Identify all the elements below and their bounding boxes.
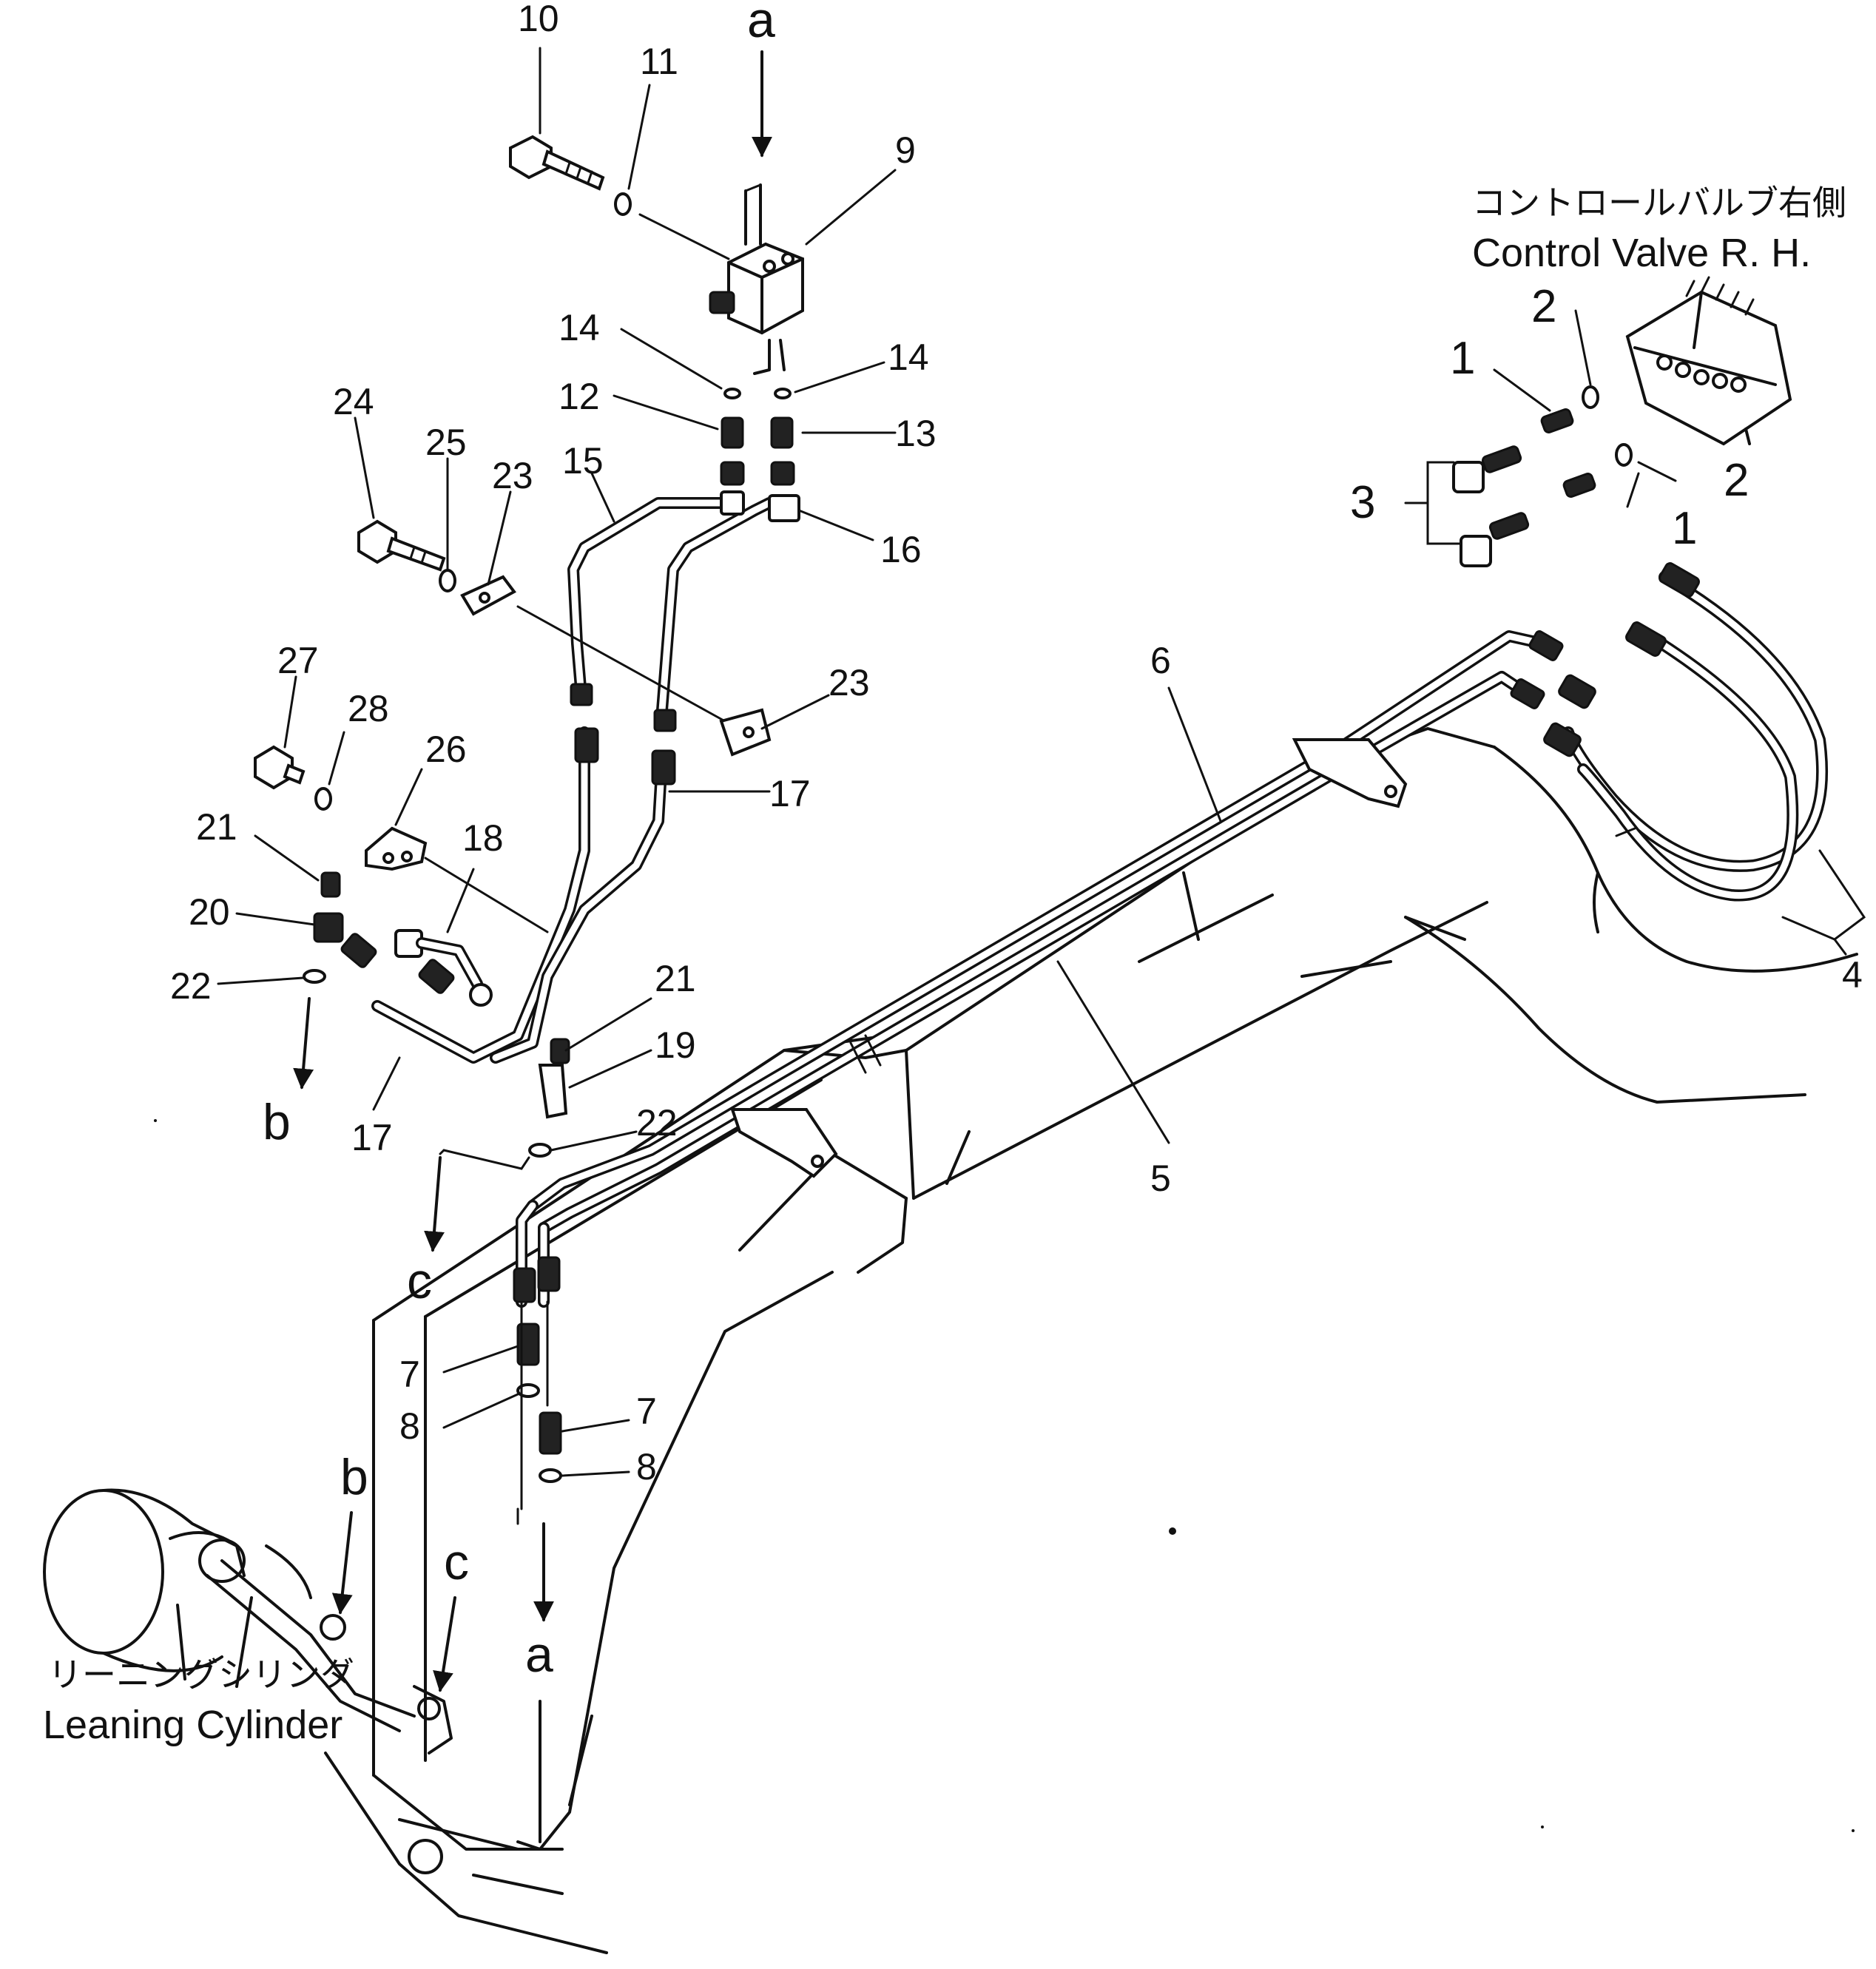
cylinder-en-label: Leaning Cylinder: [43, 1703, 343, 1747]
clamp-23: [460, 575, 772, 757]
part-number-9: 9: [895, 129, 916, 171]
part-number-11: 11: [640, 41, 678, 82]
part-number-2b: 2: [1724, 455, 1749, 506]
control-valve-block: [1625, 276, 1792, 446]
part-number-15: 15: [562, 440, 604, 482]
part-number-26: 26: [425, 729, 467, 770]
cylinder-jp-label: リーニングシリンダ: [48, 1655, 354, 1695]
ref-c-bottom: c: [444, 1534, 469, 1590]
part-number-25: 25: [425, 422, 467, 463]
part-number-19: 19: [655, 1024, 696, 1066]
leaning-cylinder: [43, 1488, 453, 1754]
leader-lines: [217, 47, 1866, 1692]
part-number-23b: 23: [829, 662, 870, 703]
part-number-7a: 7: [399, 1354, 420, 1395]
part-number-28: 28: [348, 688, 389, 729]
fittings-7-8: [516, 1300, 562, 1525]
bolt-10: [509, 135, 730, 260]
valve-block-9: [709, 183, 804, 375]
part-number-5: 5: [1150, 1158, 1171, 1199]
part-number-8b: 8: [636, 1446, 657, 1487]
part-number-21a: 21: [196, 806, 237, 848]
ref-a-bottom: a: [525, 1627, 553, 1683]
bolt-27: [254, 745, 549, 933]
part-number-14b: 14: [888, 337, 929, 378]
part-number-18: 18: [462, 817, 504, 859]
part-number-27: 27: [277, 640, 319, 681]
stray-dots: [154, 1119, 1855, 1832]
part-number-3: 3: [1350, 477, 1375, 528]
part-number-22b: 22: [636, 1102, 678, 1144]
part-number-23a: 23: [492, 455, 533, 496]
part-number-6: 6: [1150, 640, 1171, 681]
hoses-4: [1543, 562, 1828, 902]
ref-b-left: b: [263, 1094, 291, 1150]
part-number-1b: 1: [1672, 503, 1697, 554]
reference-letters: a b c a b c: [263, 0, 775, 1683]
valve-fittings: [1452, 385, 1633, 567]
part-number-14a: 14: [559, 307, 600, 348]
part-number-17a: 17: [769, 773, 811, 814]
pipes-15-16: [567, 490, 800, 732]
part-number-17b: 17: [351, 1117, 393, 1158]
part-number-8a: 8: [399, 1405, 420, 1447]
control-valve-en-label: Control Valve R. H.: [1472, 231, 1811, 275]
bolt-24: [357, 519, 456, 592]
part-numbers: 10 11 9 14 14 12 13 15 16 24 25 23 23 27…: [170, 0, 1863, 1487]
ref-c-mid: c: [407, 1253, 432, 1309]
pipes-5-6: [513, 630, 1564, 1308]
part-number-4: 4: [1842, 954, 1863, 996]
part-number-10: 10: [518, 0, 559, 39]
part-number-16: 16: [880, 529, 922, 570]
part-number-24: 24: [333, 381, 374, 422]
part-number-21b: 21: [655, 958, 696, 999]
fittings-12-13-14: [720, 388, 795, 486]
part-number-7b: 7: [636, 1391, 657, 1432]
part-number-12: 12: [559, 376, 600, 417]
ref-a-top: a: [747, 0, 775, 48]
caption-labels: コントロールバルブ右側 Control Valve R. H. リーニングシリン…: [43, 183, 1846, 1747]
part-number-20: 20: [189, 891, 230, 933]
ref-b-bottom: b: [340, 1449, 368, 1505]
part-number-22a: 22: [170, 965, 212, 1007]
part-number-13: 13: [895, 413, 937, 454]
part-number-2a: 2: [1531, 281, 1556, 332]
pipe-18: [394, 929, 493, 1007]
hoses-17: [340, 726, 676, 1064]
control-valve-jp-label: コントロールバルブ右側: [1472, 183, 1846, 223]
part-number-1a: 1: [1450, 333, 1475, 384]
